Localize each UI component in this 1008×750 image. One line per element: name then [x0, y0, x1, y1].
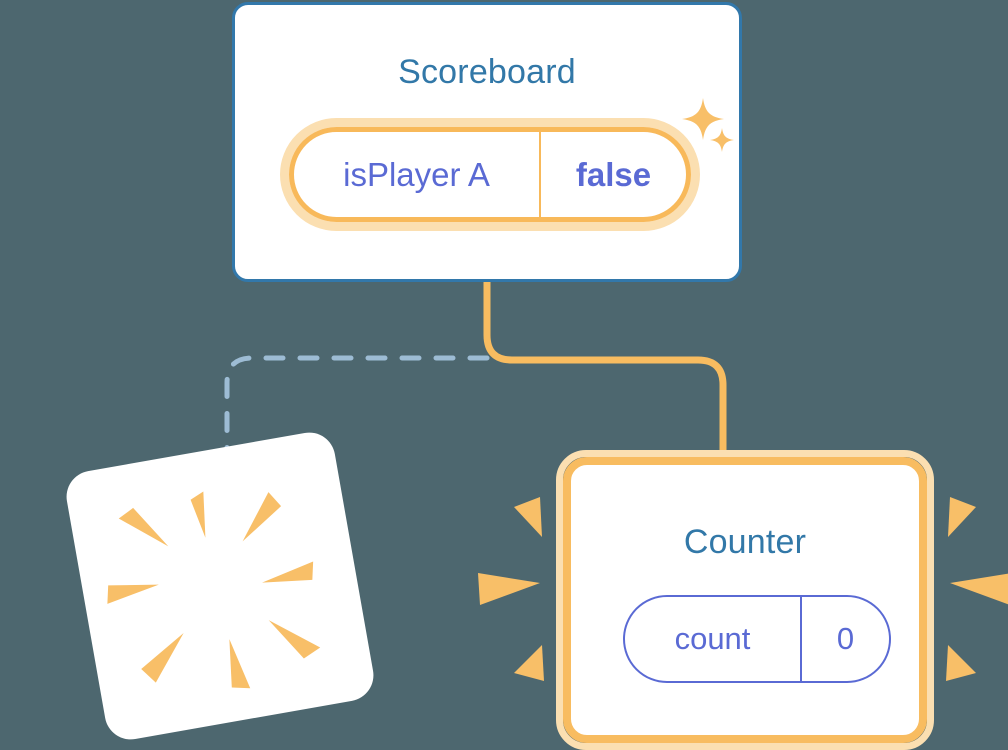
- counter-card[interactable]: Counter count 0: [556, 450, 934, 750]
- counter-rays-right: [946, 497, 1008, 681]
- burst-card[interactable]: [62, 428, 378, 744]
- counter-prop-key: count: [625, 597, 802, 681]
- counter-body[interactable]: Counter count 0: [563, 457, 927, 743]
- pill-inner[interactable]: isPlayer A false: [289, 127, 691, 222]
- scoreboard-prop-pill[interactable]: isPlayer A false: [280, 118, 700, 231]
- scoreboard-card[interactable]: Scoreboard isPlayer A false: [232, 2, 742, 282]
- counter-title: Counter: [683, 523, 807, 561]
- counter-highlight-glow: [556, 450, 934, 750]
- pill-highlight-glow: [280, 118, 700, 231]
- burst-rays-icon: [107, 491, 321, 689]
- connector-dashed-to-burst-card: [224, 355, 490, 473]
- scoreboard-prop-value: false: [575, 155, 652, 193]
- sparkle-large-icon: [682, 98, 724, 140]
- scoreboard-title: Scoreboard: [398, 53, 576, 91]
- scoreboard-prop-key: isPlayer A: [294, 132, 541, 217]
- counter-prop-pill[interactable]: count 0: [623, 595, 891, 683]
- connector-solid-to-counter: [483, 281, 727, 465]
- counter-prop-value: 0: [836, 621, 855, 656]
- counter-rays-left: [478, 497, 544, 681]
- sparkle-small-icon: [710, 128, 734, 152]
